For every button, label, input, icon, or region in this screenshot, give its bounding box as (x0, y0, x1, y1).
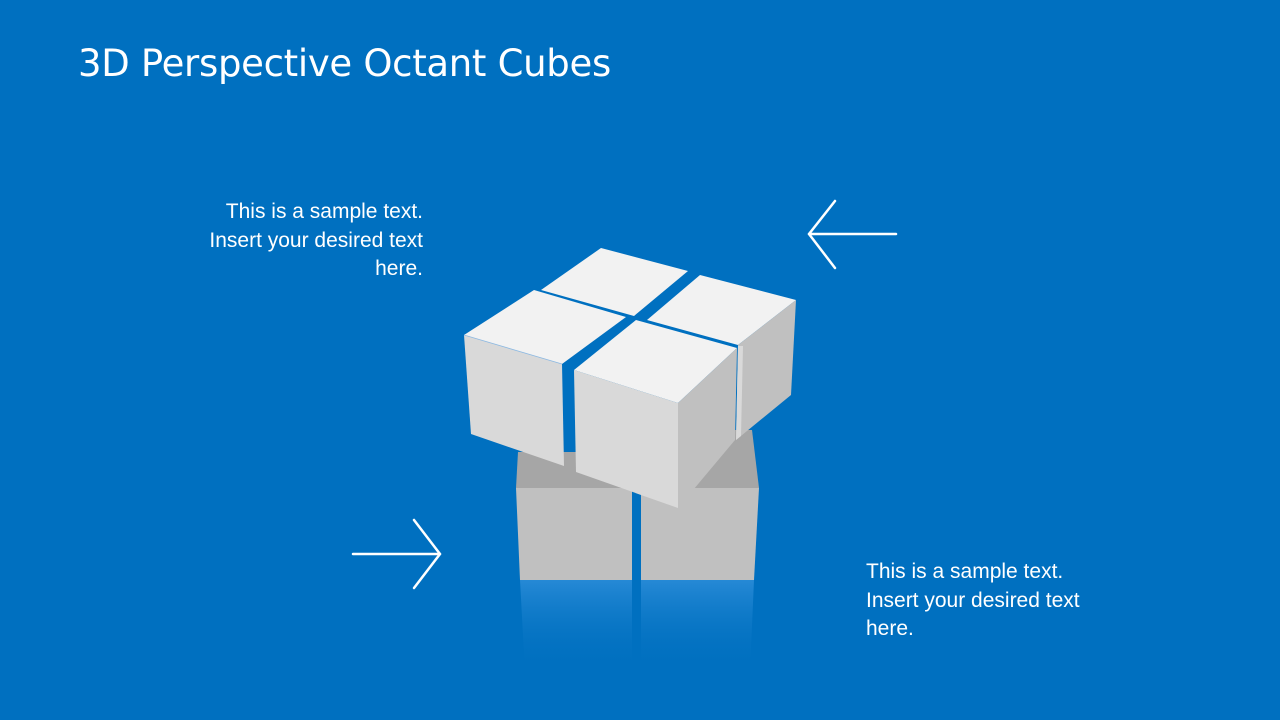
caption-line: here. (866, 617, 914, 640)
slide-title: 3D Perspective Octant Cubes (78, 42, 611, 85)
arrow-left-icon (807, 199, 898, 270)
cube-reflection (520, 580, 754, 672)
top-cube-right (647, 275, 796, 440)
arrow-right-icon (351, 518, 442, 590)
caption-line: Insert your desired text (209, 228, 423, 252)
caption-bottom-right: This is a sample text. Insert your desir… (866, 558, 1126, 644)
top-cube-front (574, 320, 737, 508)
caption-line: This is a sample text. (225, 200, 423, 223)
caption-line: This is a sample text. (866, 560, 1064, 583)
caption-top-left: This is a sample text. Insert your desir… (163, 198, 423, 284)
caption-line: Insert your desired text (866, 588, 1080, 612)
top-cube-left (463, 290, 626, 466)
caption-line: here. (375, 257, 423, 280)
top-cube-back (541, 248, 688, 316)
